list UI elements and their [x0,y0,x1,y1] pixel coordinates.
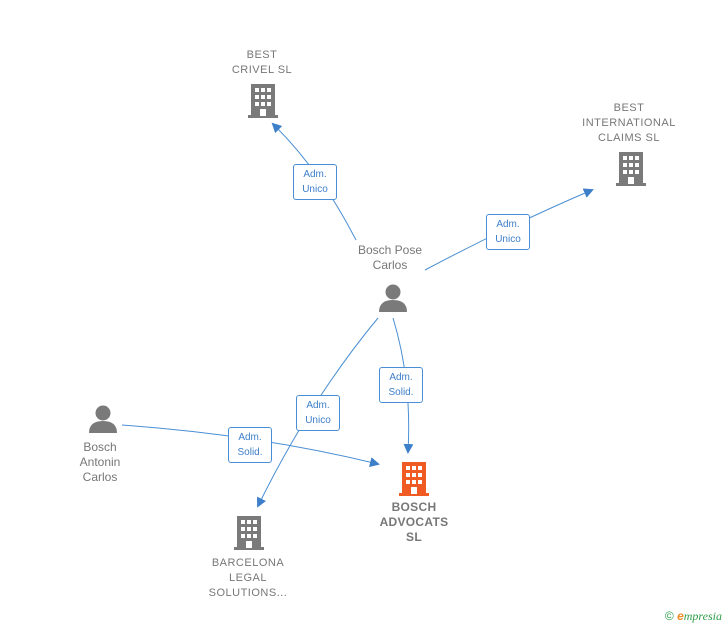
node-label-best-crivel[interactable]: BEST CRIVEL SL [231,49,293,76]
building-icon[interactable] [616,152,646,186]
person-icon[interactable] [88,405,118,433]
edge-label-barcelona-legal: Adm. Unico [296,395,340,431]
edge-label-best-crivel: Adm. Unico [293,164,337,200]
node-label-bosch-antonin[interactable]: Bosch Antonin Carlos [79,440,121,484]
edge-label-best-international: Adm. Unico [486,214,530,250]
node-label-barcelona-legal[interactable]: BARCELONA LEGAL SOLUTIONS... [208,557,288,599]
node-label-best-international[interactable]: BEST INTERNATIONAL CLAIMS SL [582,102,676,144]
brand-logo-text: mpresia [683,609,722,623]
main-building-icon[interactable] [399,462,429,496]
building-icon[interactable] [234,516,264,550]
node-label-bosch-advocats[interactable]: BOSCH ADVOCATS SL [379,500,449,544]
edge-label-bosch-advocats: Adm. Solid. [379,367,423,403]
person-icon[interactable] [378,284,408,312]
brand-logo-initial: e [677,609,684,623]
copyright-brand[interactable]: © empresia [665,609,722,624]
copyright-symbol: © [664,609,674,623]
edge-label-antonin-to-advocats: Adm. Solid. [228,427,272,463]
building-icon[interactable] [248,84,278,118]
node-label-bosch-pose[interactable]: Bosch Pose Carlos [357,243,423,272]
